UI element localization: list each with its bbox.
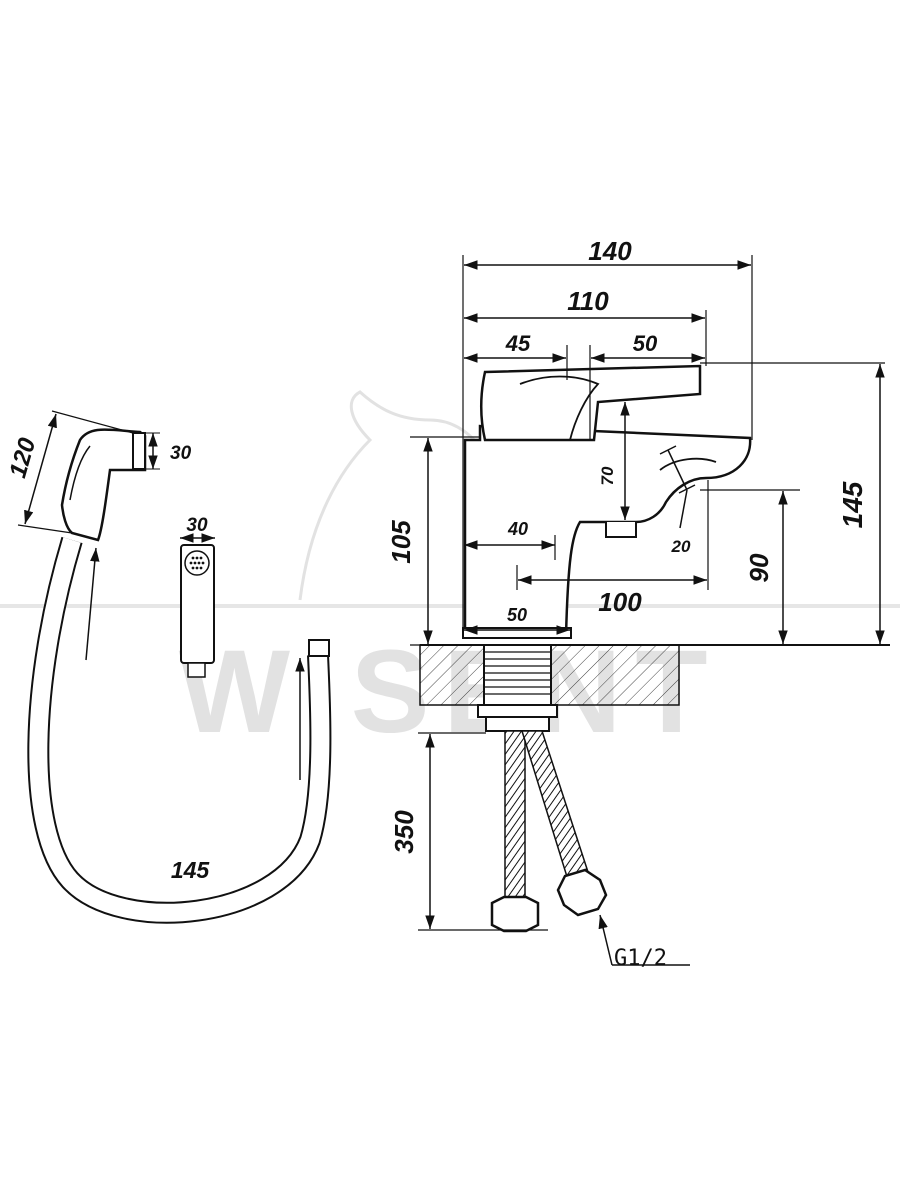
dim-spout-reach-label: 100 [598, 587, 642, 617]
hex-nut-angled [556, 868, 608, 917]
shower-head-highlight [69, 445, 91, 501]
dim-lever-left-label: 45 [505, 331, 531, 356]
dim-head-length-ext2 [17, 524, 73, 534]
shower-hose-inner [29, 537, 330, 922]
mixer-handle [480, 364, 702, 442]
dim-lever-height-label: 70 [598, 466, 617, 485]
dim-spout-thickness-tick2 [678, 484, 696, 494]
shower-nozzle [132, 432, 146, 470]
handle-detail [519, 375, 600, 441]
dim-spout-height-label: 90 [744, 553, 774, 582]
dimension-lines [423, 260, 885, 966]
dim-spout-thickness-leader [679, 489, 688, 529]
dim-lever-right-label: 50 [633, 331, 658, 356]
aerator [605, 522, 637, 538]
thread-label: G1/2 [614, 946, 667, 971]
dim-hose-label: 145 [171, 857, 211, 883]
spout-lower-arc [659, 457, 717, 471]
dim-base-width-label: 50 [507, 605, 527, 625]
fixing-nut [477, 704, 558, 718]
hex-nut-straight [490, 895, 540, 933]
dim-spout-thickness-label: 20 [671, 537, 691, 556]
shower-face-spray-icon [184, 550, 210, 576]
mixer-assembly: 140 110 45 50 70 20 105 40 100 90 50 145… [386, 236, 890, 971]
dim-body-width-label: 110 [567, 286, 609, 316]
dim-head-length-ext1 [51, 410, 134, 434]
extension-lines [410, 255, 885, 931]
countertop-hatch-left [419, 644, 485, 706]
threaded-shank [483, 644, 552, 706]
dim-spout-thickness-line [667, 449, 688, 491]
dim-hose-drop-label: 350 [389, 810, 419, 854]
dim-overall-width-label: 140 [588, 236, 632, 266]
dim-nozzle-label: 30 [170, 443, 192, 464]
shower-face-connector [187, 662, 206, 678]
braided-hose-straight [504, 730, 526, 901]
dim-spout-thickness-tick1 [659, 445, 677, 455]
countertop-hatch-right [550, 644, 680, 706]
dim-body-height-label: 105 [386, 520, 416, 564]
dim-total-height-label: 145 [837, 481, 868, 528]
fixing-washer [485, 716, 550, 732]
spray-holes [189, 556, 205, 570]
dim-head-dia-label: 30 [186, 515, 208, 536]
dim-base-offset-label: 40 [507, 519, 528, 539]
dim-head-length-label: 120 [4, 434, 41, 481]
thread-leader [598, 914, 613, 966]
watermark-band [0, 604, 900, 608]
dim-head-length-line [24, 413, 57, 525]
shank-threads [484, 651, 551, 695]
hose-arrow-left [85, 547, 100, 661]
hose-end-fitting [308, 639, 330, 657]
